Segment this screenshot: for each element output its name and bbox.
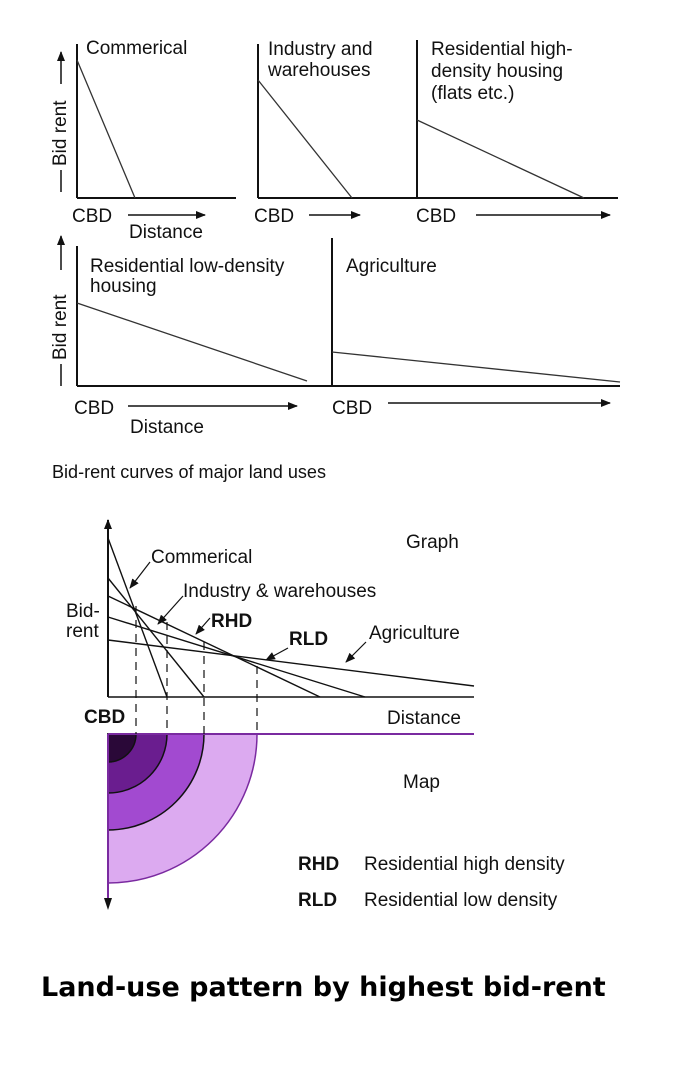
panel-rhd: Residential high- density housing (flats… [416, 39, 618, 227]
curve-rld [107, 616, 366, 698]
label-rld: RLD [289, 629, 328, 650]
label-industry: Industry & warehouses [183, 581, 376, 602]
graph-origin-label: CBD [84, 707, 125, 728]
panel-rld-title-1: Residential low-density [90, 256, 285, 277]
y-label-line-2: rent [66, 621, 99, 642]
pointer-rhd [195, 617, 211, 635]
panel-rhd-title-1: Residential high- [431, 39, 573, 60]
legend-abbr-rld: RLD [298, 890, 337, 911]
panel-rhd-title-3: (flats etc.) [431, 83, 514, 104]
panel-industry-title-1: Industry and [268, 39, 373, 60]
panel-commercial-x-label: Distance [129, 222, 203, 243]
panel-commercial: Commerical CBD Distance [72, 38, 236, 243]
y-axis-label: Bid rent [50, 100, 71, 166]
footer-title: Land-use pattern by highest bid-rent [41, 972, 606, 1003]
label-agriculture: Agriculture [369, 623, 460, 644]
pointer-rld [265, 647, 289, 661]
panel-rld: Residential low-density housing CBD Dist… [74, 246, 332, 438]
graph-x-label: Distance [387, 708, 461, 729]
zone-commercial [107, 733, 137, 763]
panel-rld-origin: CBD [74, 398, 114, 419]
pointer-agriculture [345, 641, 367, 663]
curve-industry [107, 577, 205, 698]
pointer-industry [157, 595, 184, 625]
panel-agriculture-title: Agriculture [346, 256, 437, 277]
panel-agriculture-curve [331, 351, 621, 383]
pointer-commercial [129, 561, 151, 589]
panel-commercial-origin: CBD [72, 206, 112, 227]
graph-label: Graph [406, 532, 459, 553]
label-commercial: Commerical [151, 547, 252, 568]
legend-text-rhd: Residential high density [364, 854, 565, 875]
panel-rhd-curve [416, 119, 585, 199]
panel-rhd-origin: CBD [416, 206, 456, 227]
panel-rld-x-label: Distance [130, 417, 204, 438]
label-rhd: RHD [211, 611, 252, 632]
map-down-arrow [104, 898, 112, 910]
zone-agriculture-outline [107, 733, 258, 884]
panel-agriculture: Agriculture CBD [331, 238, 621, 419]
panel-rhd-title-2: density housing [431, 61, 563, 82]
combined-graph: Graph Commerical Industry & warehouses R… [66, 519, 565, 911]
panel-commercial-curve [76, 59, 136, 199]
panel-industry: Industry and warehouses CBD [254, 39, 417, 227]
legend: RHD Residential high density RLD Residen… [298, 854, 565, 911]
map-label: Map [403, 772, 440, 793]
panel-rld-curve [76, 302, 308, 382]
panel-agriculture-origin: CBD [332, 398, 372, 419]
curve-rhd [107, 595, 321, 698]
panel-industry-curve [257, 79, 353, 199]
panel-commercial-title: Commerical [86, 38, 187, 59]
y-axis-label-row2: Bid rent [50, 294, 71, 360]
panel-industry-origin: CBD [254, 206, 294, 227]
top-caption: Bid-rent curves of major land uses [52, 462, 326, 482]
legend-abbr-rhd: RHD [298, 854, 339, 875]
y-label-line-1: Bid- [66, 601, 100, 622]
panel-industry-title-2: warehouses [267, 60, 370, 81]
curve-commercial [107, 537, 168, 698]
legend-text-rld: Residential low density [364, 890, 558, 911]
curve-agriculture [107, 639, 475, 687]
panel-rld-title-2: housing [90, 276, 157, 297]
